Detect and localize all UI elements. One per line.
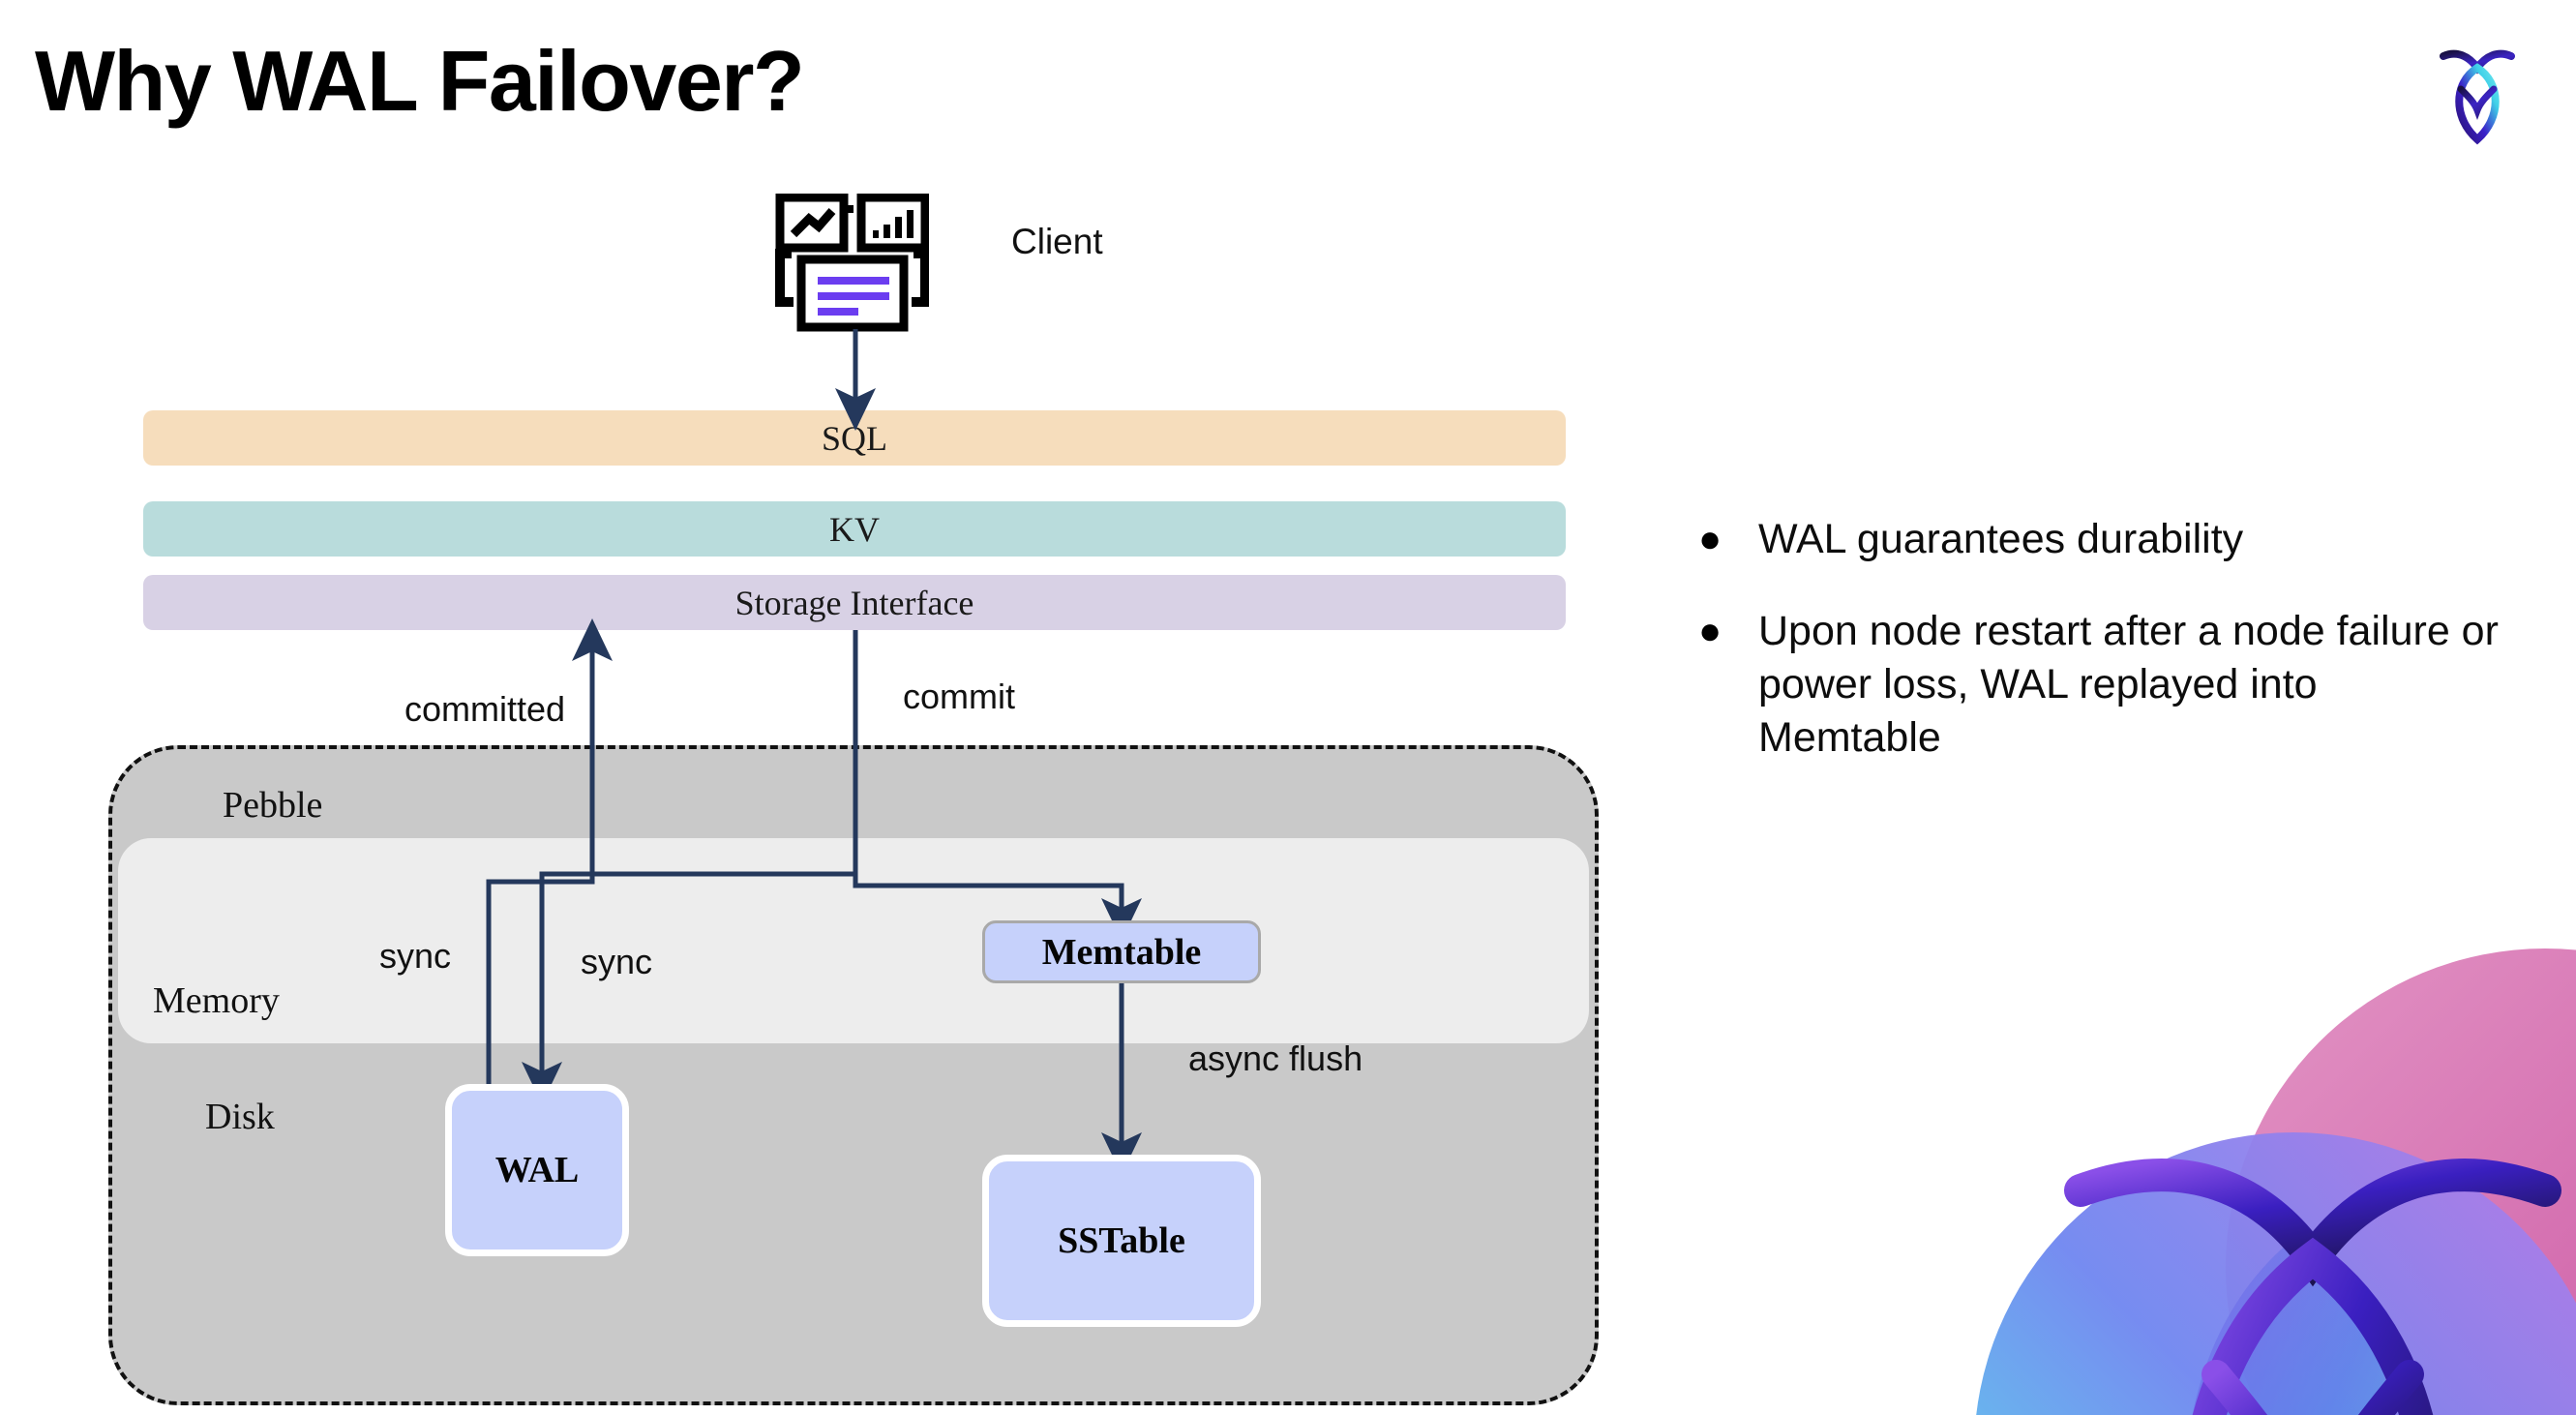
memory-region [118, 838, 1589, 1043]
bullet-text: Upon node restart after a node failure o… [1758, 608, 2499, 762]
layer-bar-sql: SQL [143, 410, 1566, 466]
bullet-text: WAL guarantees durability [1758, 516, 2244, 562]
edge-label-sync-left: sync [379, 936, 452, 976]
layer-bar-storage-interface-label: Storage Interface [734, 583, 974, 622]
layer-bar-storage-interface: Storage Interface [143, 575, 1566, 630]
edge-label-async-flush: async flush [1188, 1039, 1363, 1078]
list-item: ● Upon node restart after a node failure… [1698, 605, 2511, 765]
layer-bar-kv-label: KV [829, 509, 880, 549]
edge-label-committed: committed [404, 689, 566, 729]
node-memtable-label: Memtable [1041, 931, 1202, 973]
page-title: Why WAL Failover? [35, 33, 805, 129]
bullet-marker-icon: ● [1698, 518, 1722, 560]
bullet-marker-icon: ● [1698, 610, 1722, 653]
layer-bar-sql-label: SQL [821, 418, 887, 458]
node-sstable: SSTable [982, 1155, 1261, 1327]
cockroachdb-logo [2414, 29, 2540, 155]
bullet-list: ● WAL guarantees durability ● Upon node … [1698, 513, 2511, 803]
client-dashboard-icon [774, 193, 930, 334]
disk-label: Disk [205, 1097, 275, 1137]
node-sstable-label: SSTable [1058, 1220, 1185, 1261]
edge-label-commit: commit [903, 677, 1015, 716]
node-wal-label: WAL [494, 1150, 580, 1190]
memory-label: Memory [153, 980, 280, 1021]
list-item: ● WAL guarantees durability [1698, 513, 2511, 566]
decorative-logo-artwork [1974, 948, 2576, 1415]
node-wal: WAL [445, 1084, 629, 1256]
node-memtable: Memtable [982, 920, 1261, 983]
pebble-label: Pebble [223, 785, 323, 826]
client-label: Client [1011, 222, 1103, 261]
edge-label-sync-right: sync [581, 942, 653, 981]
layer-bar-kv: KV [143, 501, 1566, 557]
